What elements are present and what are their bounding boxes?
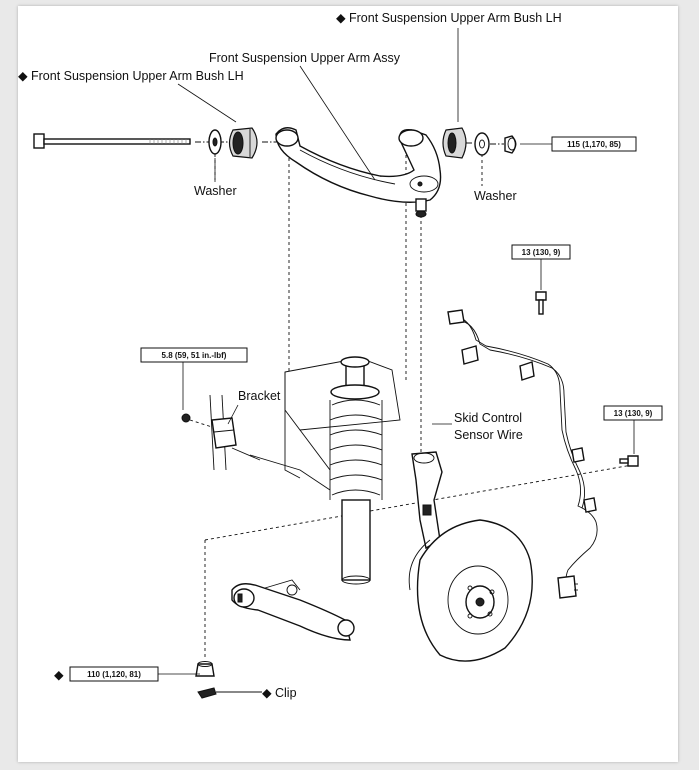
label-upper-arm-assy: Front Suspension Upper Arm Assy	[209, 51, 401, 65]
assembly-lines	[189, 28, 635, 660]
svg-text:◆: ◆	[262, 686, 272, 700]
bracket-part	[181, 394, 237, 471]
svg-text:Clip: Clip	[275, 686, 297, 700]
hub-rotor-part	[408, 519, 533, 662]
label-washer-left: Washer	[194, 184, 237, 198]
svg-text:13 (130, 9): 13 (130, 9)	[522, 248, 561, 257]
torque-box-sensor-bolt-right: 13 (130, 9)	[603, 405, 663, 421]
lower-balljoint-nut-part	[195, 661, 215, 677]
washer-left-part	[208, 129, 222, 155]
upper-arm-part	[275, 127, 442, 218]
label-bush-top-right: ◆ Front Suspension Upper Arm Bush LH	[336, 11, 562, 25]
svg-text:Front Suspension Upper Arm Bus: Front Suspension Upper Arm Bush LH	[31, 69, 244, 83]
label-skid-control-line2: Sensor Wire	[454, 428, 523, 442]
bush-right-part	[442, 127, 467, 159]
label-washer-right: Washer	[474, 189, 517, 203]
leader-lines	[158, 65, 552, 675]
label-bracket: Bracket	[238, 389, 281, 403]
torque-box-balljoint-nut: ◆ 110 (1,120, 81)	[54, 666, 159, 682]
washer-right-part	[474, 132, 490, 156]
shock-spring-part	[329, 356, 383, 585]
bush-left-part	[228, 127, 258, 159]
svg-text:◆: ◆	[336, 11, 346, 25]
svg-text:110 (1,120, 81): 110 (1,120, 81)	[87, 670, 141, 679]
sensor-wire-part	[447, 309, 598, 599]
svg-text:115 (1,170, 85): 115 (1,170, 85)	[567, 140, 621, 149]
svg-text:◆: ◆	[18, 69, 28, 83]
nut-part	[504, 135, 517, 154]
lower-arm-part	[231, 579, 355, 641]
svg-text:◆: ◆	[54, 668, 64, 682]
svg-text:Front Suspension Upper Arm Bus: Front Suspension Upper Arm Bush LH	[349, 11, 562, 25]
sensor-bolt-right-part	[619, 455, 639, 467]
torque-box-upper-arm-nut: 115 (1,170, 85)	[551, 136, 637, 152]
torque-box-sensor-bolt-top: 13 (130, 9)	[511, 244, 571, 260]
label-skid-control-line1: Skid Control	[454, 411, 522, 425]
svg-text:5.8 (59, 51 in.-lbf): 5.8 (59, 51 in.-lbf)	[162, 351, 227, 360]
knuckle-part	[411, 451, 443, 550]
clip-part	[197, 687, 262, 699]
svg-text:13 (130, 9): 13 (130, 9)	[614, 409, 653, 418]
sensor-bolt-top-part	[535, 291, 547, 315]
upper-arm-bolt	[33, 133, 191, 149]
torque-box-bracket-bolt: 5.8 (59, 51 in.-lbf)	[140, 347, 248, 363]
frame-body	[231, 357, 401, 491]
label-clip: ◆ Clip	[262, 686, 297, 700]
label-bush-left: ◆ Front Suspension Upper Arm Bush LH	[18, 69, 244, 83]
